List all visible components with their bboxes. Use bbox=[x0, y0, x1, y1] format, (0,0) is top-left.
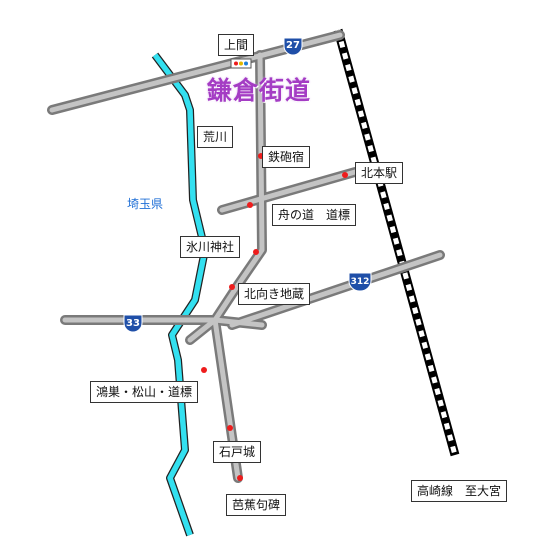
map-title: 鎌倉街道 bbox=[207, 76, 312, 105]
label-funenomichi: 舟の道 道標 bbox=[272, 204, 357, 226]
marker-hikawa bbox=[253, 249, 259, 255]
route-badge-33: 33 bbox=[123, 314, 143, 333]
route-badge-27: 27 bbox=[283, 37, 303, 56]
label-kitamuki: 北向き地蔵 bbox=[238, 283, 311, 305]
label-kitamoto-station: 北本駅 bbox=[355, 162, 404, 184]
svg-text:27: 27 bbox=[286, 40, 300, 51]
road-kamakura-kaido bbox=[210, 50, 267, 483]
label-railway: 高崎線 至大宮 bbox=[411, 480, 508, 502]
label-kamima: 上間 bbox=[218, 34, 255, 56]
marker-kitamoto-station bbox=[342, 172, 348, 178]
svg-text:33: 33 bbox=[126, 318, 140, 329]
marker-basho bbox=[237, 475, 243, 481]
arakawa-river bbox=[151, 52, 209, 537]
label-basho: 芭蕉句碑 bbox=[226, 494, 287, 516]
marker-konosu bbox=[201, 367, 207, 373]
prefecture-label: 埼玉県 bbox=[127, 197, 164, 211]
marker-kitamuki bbox=[229, 284, 235, 290]
label-hikawa: 氷川神社 bbox=[180, 236, 241, 258]
takasaki-line-railway bbox=[333, 28, 460, 457]
marker-ishido bbox=[227, 425, 233, 431]
kamima-intersection-icon bbox=[230, 58, 252, 69]
marker-funenomichi bbox=[247, 202, 253, 208]
route-badge-312: 312 bbox=[348, 272, 372, 292]
label-konosu: 鴻巣・松山・道標 bbox=[90, 381, 199, 403]
label-arakawa: 荒川 bbox=[197, 126, 234, 148]
label-teppojuku: 鉄砲宿 bbox=[262, 146, 311, 168]
label-ishido: 石戸城 bbox=[213, 441, 262, 463]
svg-text:312: 312 bbox=[351, 277, 370, 287]
